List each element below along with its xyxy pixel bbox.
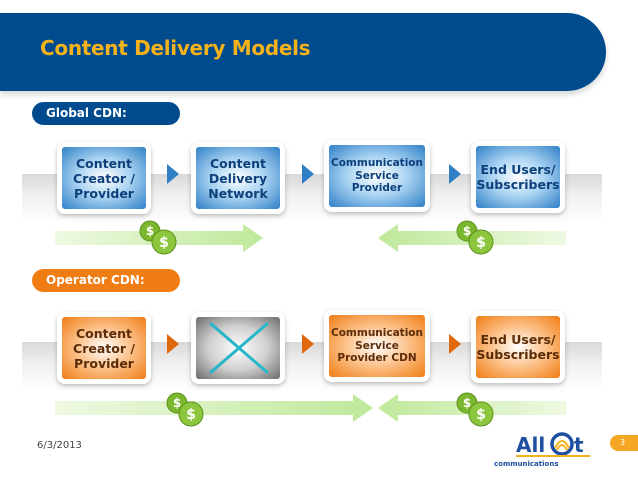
dollar-coins-icon: $ $ (456, 392, 494, 427)
x-mark-icon (209, 321, 269, 375)
dollar-coins-icon: $ $ (139, 220, 177, 255)
logo-sub-text: communications (494, 460, 559, 468)
triangle-right-icon (302, 334, 314, 354)
logo-brand-text: All (516, 433, 545, 457)
triangle-right-icon (449, 164, 461, 184)
slide-date: 6/3/2013 (37, 440, 82, 451)
svg-text:$: $ (186, 407, 196, 423)
svg-text:$: $ (159, 235, 169, 251)
node-removed-cdn (191, 312, 285, 384)
dollar-coins-icon: $ $ (456, 220, 494, 255)
triangle-right-icon (167, 164, 179, 184)
svg-text:$: $ (463, 224, 471, 238)
node-content-delivery-network: Content Delivery Network (191, 142, 285, 214)
node-end-users: End Users/ Subscribers (471, 141, 565, 213)
svg-text:$: $ (476, 235, 486, 251)
section-label-operator-cdn: Operator CDN: (32, 269, 180, 292)
svg-text:$: $ (173, 396, 181, 410)
slide-title: Content Delivery Models (40, 36, 311, 60)
money-flow-arrow-right (55, 394, 373, 422)
node-content-creator: Content Creator / Provider (57, 142, 151, 214)
svg-text:$: $ (463, 396, 471, 410)
allot-logo-icon: All t communications (494, 432, 590, 468)
dollar-coins-icon: $ $ (166, 392, 204, 427)
triangle-right-icon (167, 334, 179, 354)
svg-text:t: t (574, 433, 584, 457)
node-communication-service-provider-cdn: Communication Service Provider CDN (324, 310, 430, 382)
node-end-users: End Users/ Subscribers (471, 311, 565, 383)
section-label-global-cdn: Global CDN: (32, 102, 180, 125)
triangle-right-icon (449, 334, 461, 354)
triangle-right-icon (302, 164, 314, 184)
title-bar (0, 13, 606, 91)
node-communication-service-provider: Communication Service Provider (324, 140, 430, 212)
allot-logo: All t communications (494, 428, 594, 472)
page-number: 3 (610, 435, 638, 451)
svg-text:$: $ (476, 407, 486, 423)
node-content-creator: Content Creator / Provider (57, 312, 151, 384)
svg-text:$: $ (146, 224, 154, 238)
